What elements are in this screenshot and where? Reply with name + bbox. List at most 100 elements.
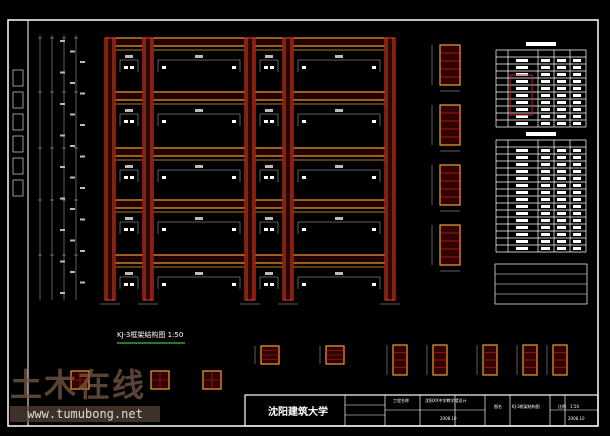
column-table-cell-text [541,205,550,208]
scale: 1:50 [570,404,579,409]
beam-table-cell-text [541,66,550,69]
rebar-label-mark [232,66,236,69]
column-table-cell-text [516,149,528,152]
left-strip-cell [12,69,24,87]
drawing-label: 图名 [494,404,502,409]
beam-table-cell-text [541,94,550,97]
column-table-cell-text [541,212,550,215]
rebar-label-mark [265,55,273,58]
rebar-label-mark [335,165,343,168]
column-table-title [526,132,556,136]
beam-table-cell-text [573,122,581,125]
column-table-cell-text [557,212,566,215]
dimension-text-mark [60,260,65,263]
rebar-label-mark [302,176,306,179]
dimension-text-mark [60,292,65,294]
rebar-label-mark [130,228,134,231]
beam-table-cell-text [516,94,528,97]
rebar-label-mark [302,66,306,69]
beam-table-cell-text [541,87,550,90]
beam-table-cell-text [516,101,528,104]
beam-table-cell-text [557,80,566,83]
column-table-cell-text [516,247,528,250]
beam-table-cell-text [557,73,566,76]
rebar-label-mark [232,120,236,123]
column-table-cell-text [557,184,566,187]
date: 2008.10 [440,416,457,421]
column-table-cell-text [557,226,566,229]
watermark-url: www.tumubong.net [10,406,160,422]
rebar-label-mark [125,165,133,168]
column-table-cell-text [541,163,550,166]
column-table-cell-text [516,184,528,187]
column-table-cell-text [541,247,550,250]
column-table-cell-text [557,219,566,222]
column-table-cell-text [573,226,581,229]
beam-table-cell-text [557,94,566,97]
left-strip-cell [12,157,24,175]
beam-table-cell-text [573,115,581,118]
beam-table-title [526,42,556,46]
left-strip-cell [12,113,24,131]
dimension-text-mark [60,40,65,42]
rebar-label-mark [162,66,166,69]
rebar-label-mark [124,66,128,69]
rebar-label-mark [124,120,128,123]
column-table-cell-text [557,177,566,180]
project-name: 沈阳XX中学教学楼设计 [425,398,467,403]
beam-table-cell-text [557,87,566,90]
beam-table-cell-text [573,101,581,104]
beam-table-cell-text [516,66,528,69]
column-table-cell-text [516,191,528,194]
rebar-label-mark [130,283,134,286]
column-table-cell-text [516,163,528,166]
beam-table-cell-text [516,108,528,111]
column-table-cell-text [516,212,528,215]
dimension-text-mark [80,187,85,189]
scale-label: 比例 [558,404,566,409]
rebar-label-mark [130,176,134,179]
column-section [439,104,461,146]
rebar-label-mark [270,176,274,179]
left-strip-cell [12,91,24,109]
rebar-label-mark [125,55,133,58]
rebar-label-mark [232,283,236,286]
rebar-label-mark [124,283,128,286]
column-table-cell-text [541,198,550,201]
project-label: 工程名称 [393,398,409,403]
column-table-cell-text [541,219,550,222]
rebar-label-mark [372,228,376,231]
beam-table-cell-text [557,66,566,69]
rebar-label-mark [265,272,273,275]
column-table-cell-text [516,156,528,159]
dimension-text-mark [80,155,85,158]
column-table-cell-text [516,240,528,243]
beam-table-cell-text [516,115,528,118]
dimension-text-mark [80,124,85,126]
rebar-label-mark [372,176,376,179]
rebar-label-mark [270,120,274,123]
dimension-text-mark [70,82,75,84]
rebar-label-mark [270,66,274,69]
rebar-label-mark [264,283,268,286]
column-table-cell-text [557,205,566,208]
rebar-label-mark [162,176,166,179]
column-table-cell-text [516,198,528,201]
beam-table-cell-text [573,87,581,90]
column-table-cell-text [557,247,566,250]
left-strip-cell [12,135,24,153]
rebar-label-mark [372,120,376,123]
beam-table-cell-text [541,59,550,62]
rebar-label-mark [162,283,166,286]
rebar-label-mark [372,66,376,69]
column-section [439,44,461,86]
title-block [244,394,599,427]
date-2: 2008.10 [568,416,585,421]
column-table-cell-text [516,177,528,180]
column-table-cell-text [557,191,566,194]
rebar-label-mark [162,228,166,231]
column [282,37,294,301]
beam-table-cell-text [573,66,581,69]
column-table-cell-text [573,240,581,243]
